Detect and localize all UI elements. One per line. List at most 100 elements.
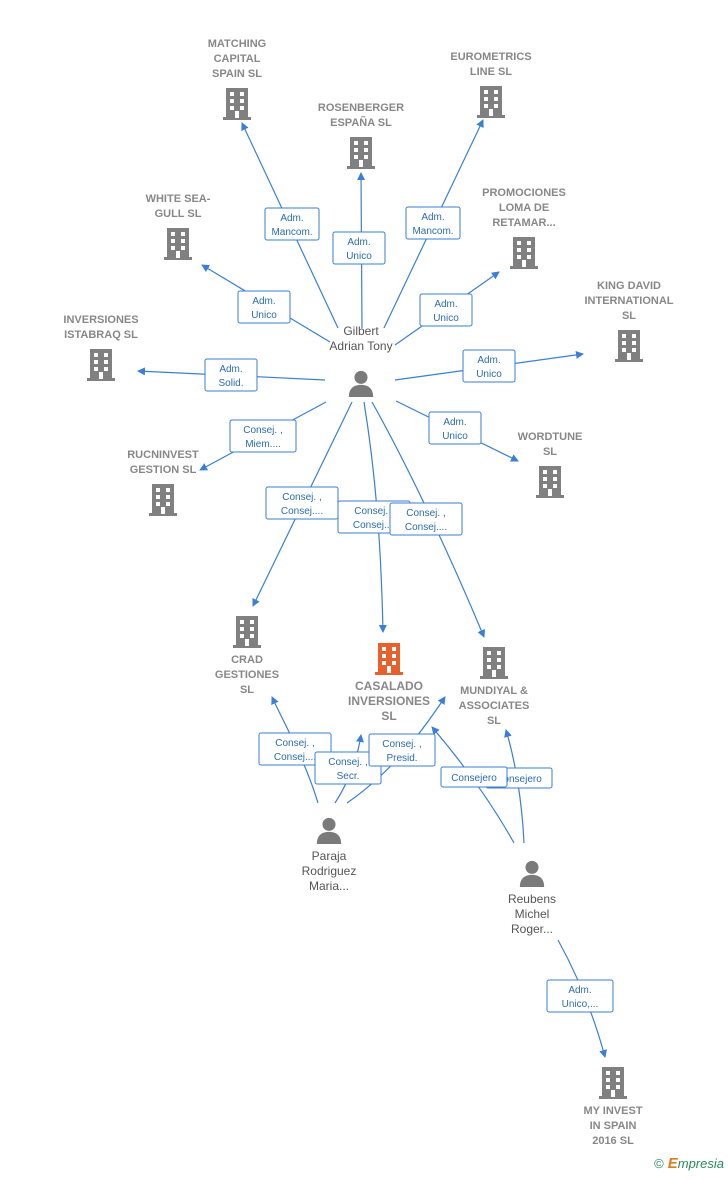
role-box-frame[interactable] — [546, 979, 614, 1013]
building-icon[interactable] — [480, 647, 508, 679]
roles-layer: Adm.Mancom. Adm.Unico Adm.Mancom. Adm.Unico… — [204, 206, 614, 1013]
role-box-gilbert-mundiyal[interactable]: Consej. ,Consej.... — [389, 502, 463, 536]
role-label: Adm.Unico — [476, 355, 502, 380]
role-box-frame[interactable] — [419, 293, 473, 327]
building-icon[interactable] — [87, 349, 115, 381]
building-icon[interactable] — [599, 1067, 627, 1099]
building-icon[interactable] — [233, 616, 261, 648]
role-box-gilbert-whiteseagull[interactable]: Adm.Unico — [237, 290, 291, 324]
building-icon[interactable] — [477, 86, 505, 118]
role-label: Adm.Unico — [442, 417, 468, 442]
role-box-reubens-myinvest[interactable]: Adm.Unico,... — [546, 979, 614, 1013]
role-box-frame[interactable] — [204, 358, 258, 392]
role-box-reubens-casalado[interactable]: Consejero — [440, 766, 508, 788]
role-box-gilbert-rucninvest[interactable]: Consej. ,Miem.... — [229, 419, 297, 453]
role-box-frame[interactable] — [428, 411, 482, 445]
building-icon[interactable] — [149, 484, 177, 516]
person-icon[interactable] — [316, 817, 342, 844]
footer-brand: ©Empresia — [654, 1155, 724, 1172]
building-icon[interactable] — [536, 466, 564, 498]
building-icon[interactable] — [375, 643, 403, 675]
role-label: Adm.Solid. — [218, 364, 243, 389]
role-box-gilbert-rosenberger[interactable]: Adm.Unico — [332, 231, 386, 265]
role-label: Consej. ,Miem.... — [243, 425, 282, 450]
role-box-frame[interactable] — [462, 349, 516, 383]
building-icon[interactable] — [164, 228, 192, 260]
role-box-gilbert-wordtune[interactable]: Adm.Unico — [428, 411, 482, 445]
building-icon[interactable] — [510, 237, 538, 269]
role-box-gilbert-matching[interactable]: Adm.Mancom. — [264, 207, 320, 241]
role-box-paraja-casalado[interactable]: Consej. ,Secr. — [314, 751, 382, 785]
company-label: WHITE SEA-GULL SL — [146, 193, 211, 220]
role-box-gilbert-crad[interactable]: Consej. ,Consej.... — [265, 486, 339, 520]
role-label: Adm.Mancom. — [412, 212, 453, 237]
role-box-frame[interactable] — [440, 766, 508, 788]
brand-name: mpresia — [677, 1156, 724, 1171]
role-box-frame[interactable] — [332, 231, 386, 265]
company-whiteseagull[interactable]: WHITE SEA-GULL SL — [146, 193, 211, 260]
role-box-frame[interactable] — [229, 419, 297, 453]
building-icon[interactable] — [347, 137, 375, 169]
role-box-frame[interactable] — [314, 751, 382, 785]
role-box-paraja-crad[interactable]: Consej. ,Consej.... — [258, 732, 332, 766]
person-icon[interactable] — [348, 370, 374, 397]
brand-initial: E — [667, 1155, 678, 1172]
role-box-frame[interactable] — [237, 290, 291, 324]
role-label: Consej. ,Consej.... — [281, 492, 323, 517]
role-label: Consej. ,Consej.... — [405, 508, 447, 533]
role-box-gilbert-istabraq[interactable]: Adm.Solid. — [204, 358, 258, 392]
role-label: Adm.Unico — [251, 296, 277, 321]
role-label: Consejero — [496, 774, 542, 785]
role-label: Adm.Unico — [433, 299, 459, 324]
building-icon[interactable] — [615, 330, 643, 362]
copyright-icon: © — [654, 1156, 664, 1171]
building-icon[interactable] — [223, 88, 251, 120]
role-box-frame[interactable] — [368, 733, 436, 767]
role-label: Consej. ,Secr. — [328, 757, 367, 782]
role-label: Consej. ,Consej.... — [353, 506, 395, 531]
role-box-paraja-mundiyal[interactable]: Consej. ,Presid. — [368, 733, 436, 767]
role-box-frame[interactable] — [258, 732, 332, 766]
role-label: Adm.Mancom. — [271, 213, 312, 238]
role-label: Consejero — [451, 773, 497, 784]
role-label: Consej. ,Consej.... — [274, 738, 316, 763]
person-icon[interactable] — [519, 860, 545, 887]
role-label: Adm.Unico — [346, 237, 372, 262]
role-box-frame[interactable] — [389, 502, 463, 536]
role-box-gilbert-promociones[interactable]: Adm.Unico — [419, 293, 473, 327]
role-box-gilbert-kingdavid[interactable]: Adm.Unico — [462, 349, 516, 383]
role-box-gilbert-eurometrics[interactable]: Adm.Mancom. — [405, 206, 461, 240]
role-box-frame[interactable] — [405, 206, 461, 240]
role-box-frame[interactable] — [264, 207, 320, 241]
